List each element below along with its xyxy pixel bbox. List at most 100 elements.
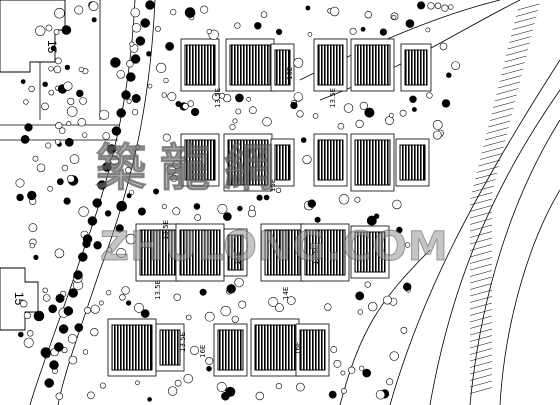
hatch-line bbox=[515, 10, 538, 17]
tree-symbol bbox=[194, 214, 202, 221]
tree-symbol bbox=[63, 197, 71, 205]
tree-symbol bbox=[20, 300, 28, 308]
tree-symbol bbox=[116, 70, 126, 79]
watermark-chinese: 築龍網 bbox=[96, 139, 288, 198]
dimension-label: 14E bbox=[282, 287, 290, 300]
hatch-line bbox=[469, 224, 493, 232]
tree-symbol bbox=[174, 379, 182, 387]
tree-symbol bbox=[104, 210, 112, 217]
dimension-label: 13.5E bbox=[154, 280, 162, 300]
villa-unit bbox=[250, 318, 300, 377]
tree-symbol bbox=[110, 57, 121, 68]
tree-symbol bbox=[205, 356, 214, 365]
hatch-line bbox=[469, 231, 493, 238]
hatch-line bbox=[471, 185, 495, 193]
tree-symbol bbox=[78, 252, 88, 262]
tree-symbol bbox=[200, 5, 209, 14]
hatch-line bbox=[469, 361, 493, 368]
tree-symbol bbox=[82, 349, 89, 355]
tree-symbol bbox=[102, 132, 110, 140]
tree-symbol bbox=[102, 162, 112, 172]
tree-symbol bbox=[41, 102, 49, 111]
tree-symbol bbox=[137, 207, 146, 216]
tree-symbol bbox=[48, 304, 58, 314]
hatch-line bbox=[469, 270, 493, 277]
villa-unit bbox=[295, 323, 330, 377]
tree-symbol bbox=[87, 391, 95, 400]
tree-symbol bbox=[17, 331, 24, 338]
tree-symbol bbox=[66, 121, 72, 127]
hatch-line bbox=[506, 49, 529, 56]
tree-symbol bbox=[340, 387, 347, 394]
tree-symbol bbox=[220, 305, 231, 317]
tree-symbol bbox=[167, 92, 177, 102]
tree-symbol bbox=[140, 18, 150, 28]
tree-symbol bbox=[61, 25, 72, 35]
hatch-line bbox=[469, 289, 493, 297]
tree-symbol bbox=[232, 118, 238, 124]
tree-symbol bbox=[173, 293, 181, 301]
tree-symbol bbox=[78, 66, 84, 73]
villa-unit bbox=[395, 138, 430, 187]
tree-symbol bbox=[82, 234, 93, 244]
tree-symbol bbox=[337, 122, 345, 130]
tree-symbol bbox=[360, 26, 366, 32]
tree-symbol bbox=[68, 288, 78, 298]
tree-symbol bbox=[349, 27, 357, 35]
tree-symbol bbox=[191, 107, 200, 117]
tree-symbol bbox=[63, 81, 73, 91]
hatch-line bbox=[469, 335, 493, 342]
tree-symbol bbox=[42, 294, 51, 302]
tree-symbol bbox=[411, 107, 417, 112]
tree-symbol bbox=[68, 355, 78, 365]
hatch-line bbox=[509, 36, 532, 43]
hatch-line bbox=[484, 133, 508, 141]
tree-symbol bbox=[385, 116, 394, 125]
tree-symbol bbox=[359, 365, 365, 371]
tree-symbol bbox=[135, 380, 140, 386]
tree-symbol bbox=[55, 121, 63, 130]
tree-symbol bbox=[256, 194, 263, 201]
villa-unit bbox=[260, 223, 305, 282]
villa-unit bbox=[313, 133, 348, 187]
watermark-english: ZHULONG.COM bbox=[100, 224, 449, 271]
tree-symbol bbox=[204, 311, 215, 322]
dimension-label: 13.5E bbox=[312, 245, 320, 265]
tree-symbol bbox=[67, 334, 78, 344]
hatch-line bbox=[514, 16, 537, 24]
villa-units bbox=[107, 38, 432, 377]
building-top-left bbox=[0, 0, 66, 73]
tree-symbol bbox=[162, 133, 171, 142]
tree-symbol bbox=[383, 295, 392, 305]
tree-symbol bbox=[156, 62, 167, 74]
tree-symbol bbox=[15, 178, 25, 188]
tree-symbol bbox=[255, 391, 264, 401]
tree-symbol bbox=[163, 77, 169, 84]
tree-symbol bbox=[396, 226, 403, 234]
tree-symbol bbox=[237, 205, 243, 212]
dimension-label: 16E bbox=[286, 67, 294, 80]
tree-symbol bbox=[140, 309, 150, 318]
tree-symbol bbox=[135, 144, 141, 150]
hatch-line bbox=[496, 88, 519, 95]
tree-symbol bbox=[90, 304, 100, 314]
tree-symbol bbox=[330, 346, 338, 353]
tree-symbol bbox=[73, 270, 83, 280]
villa-unit bbox=[400, 43, 432, 92]
tree-symbol bbox=[69, 154, 80, 164]
hatch-line bbox=[469, 211, 493, 219]
tree-symbol bbox=[217, 204, 228, 215]
tree-symbol bbox=[56, 178, 64, 186]
tree-symbol bbox=[235, 108, 242, 115]
tree-symbol bbox=[223, 212, 232, 221]
tree-symbol bbox=[42, 81, 48, 88]
tree-symbol bbox=[54, 7, 65, 19]
tree-symbol bbox=[234, 22, 241, 29]
tree-symbol bbox=[88, 1, 99, 11]
tree-symbol bbox=[314, 216, 321, 223]
tree-symbol bbox=[268, 296, 279, 307]
tree-symbol bbox=[343, 103, 354, 113]
tree-symbol bbox=[206, 28, 212, 35]
hatch-line bbox=[486, 127, 509, 134]
